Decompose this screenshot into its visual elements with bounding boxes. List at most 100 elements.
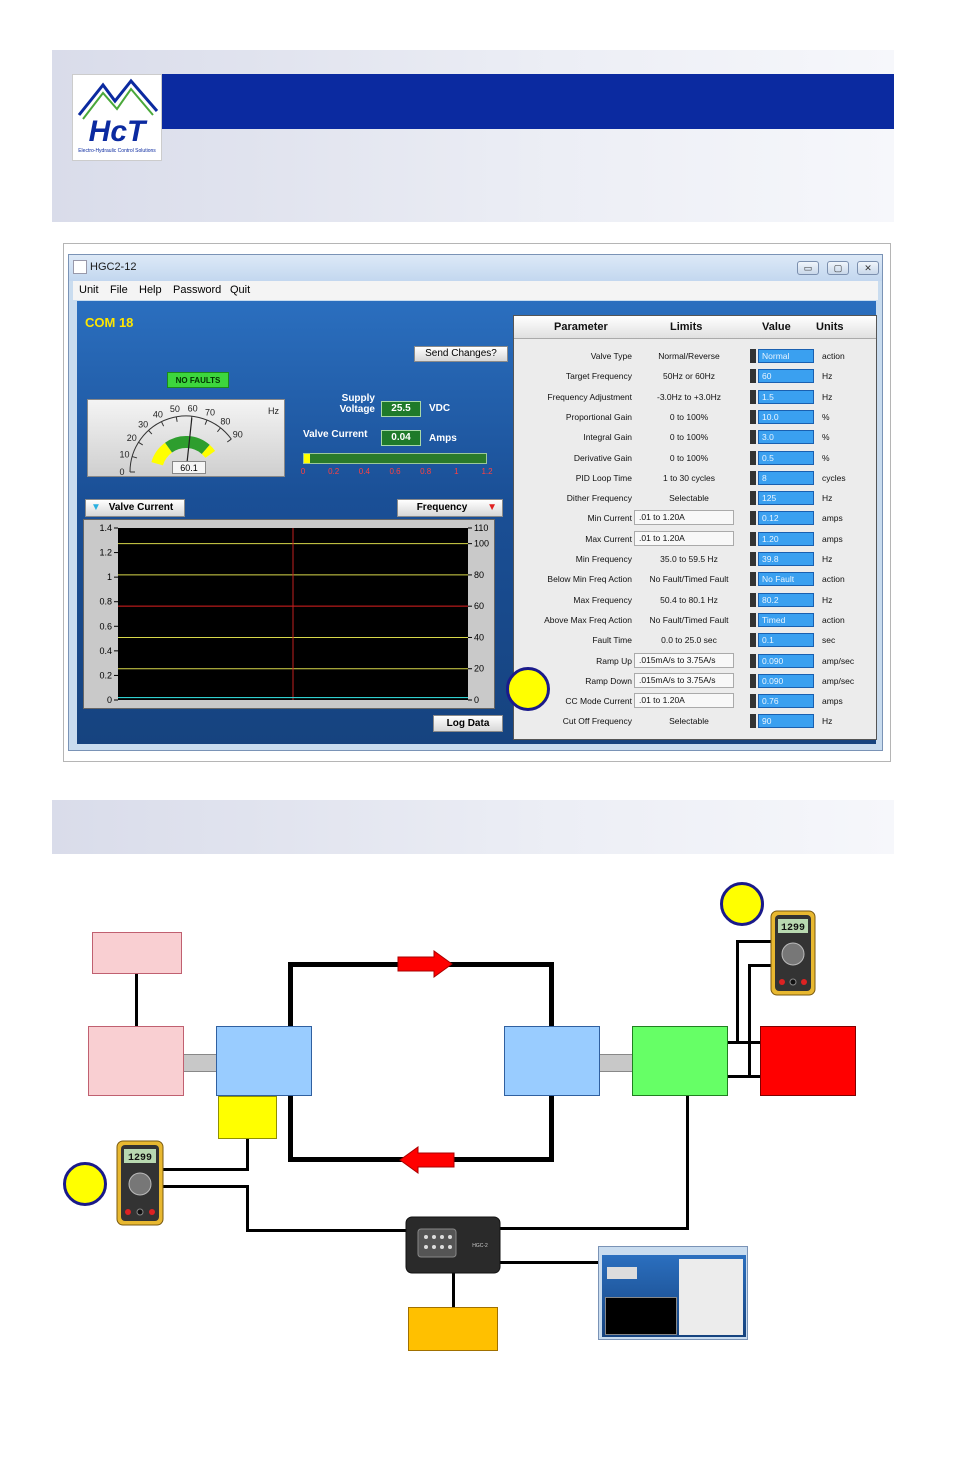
spinner-arrows-icon[interactable]: [750, 409, 756, 424]
spinner-arrows-icon[interactable]: [750, 369, 756, 384]
left-axis-selector[interactable]: ▼ Valve Current: [85, 499, 185, 517]
spinner-arrows-icon[interactable]: [750, 531, 756, 546]
supply-voltage-label: Supply Voltage: [339, 393, 375, 415]
row-value-input[interactable]: Timed: [758, 612, 814, 627]
supply-voltage-unit: VDC: [429, 403, 451, 414]
row-value-input[interactable]: 1.20: [758, 531, 814, 546]
row-value-input[interactable]: 0.1: [758, 633, 814, 648]
row-unit: action: [822, 574, 845, 585]
menu-quit[interactable]: Quit: [230, 284, 251, 296]
menu-file[interactable]: File: [110, 284, 128, 296]
gauge-tick-label: 40: [153, 409, 163, 419]
com-port-label: COM 18: [85, 315, 134, 330]
hgc2-controller-module: HGC-2: [404, 1215, 502, 1275]
maximize-button[interactable]: ▢: [827, 261, 849, 275]
row-value-input[interactable]: 8: [758, 470, 814, 485]
row-limits: .015mA/s to 3.75A/s: [634, 652, 734, 668]
close-button[interactable]: ✕: [857, 261, 879, 275]
coupling: [182, 1054, 218, 1072]
gauge-readout: 60.1: [172, 461, 206, 474]
row-value-input[interactable]: 90: [758, 714, 814, 729]
header-units: Units: [816, 321, 844, 333]
row-value-input[interactable]: 125: [758, 491, 814, 506]
row-parameter: Ramp Down: [585, 675, 632, 686]
spinner-arrows-icon[interactable]: [750, 673, 756, 688]
right-axis-tick-label: 80: [474, 570, 484, 580]
row-value-input[interactable]: 0.090: [758, 653, 814, 668]
row-value-input[interactable]: 1.5: [758, 389, 814, 404]
row-parameter: Max Frequency: [573, 594, 632, 605]
meter-right-reading: 1299: [781, 923, 805, 934]
bar-tick-label: 1: [454, 467, 459, 476]
spinner-arrows-icon[interactable]: [750, 450, 756, 465]
right-axis-selector[interactable]: Frequency ▼: [397, 499, 503, 517]
row-parameter: Below Min Freq Action: [547, 574, 632, 585]
row-parameter: Proportional Gain: [565, 411, 632, 422]
row-value-input[interactable]: 39.8: [758, 552, 814, 566]
title-bar: HGC2-12 ▭ ▢ ✕: [69, 255, 882, 281]
row-value-input[interactable]: 80.2: [758, 592, 814, 607]
spinner-arrows-icon[interactable]: [750, 633, 756, 648]
row-value-input[interactable]: 0.12: [758, 511, 814, 526]
left-axis-tick-label: 0.6: [99, 621, 112, 631]
minimize-button[interactable]: ▭: [797, 261, 819, 275]
gauge-tick: [217, 427, 221, 433]
wire: [246, 1229, 412, 1232]
spinner-arrows-icon[interactable]: [750, 653, 756, 668]
marker-circle: [720, 882, 764, 926]
hydraulic-line: [549, 962, 554, 1026]
valve-current-bar-fill: [304, 454, 310, 463]
gauge-tick-label: 30: [138, 419, 148, 429]
spinner-arrows-icon[interactable]: [750, 714, 756, 729]
spinner-arrows-icon[interactable]: [750, 694, 756, 709]
row-value-input[interactable]: No Fault: [758, 572, 814, 587]
row-value-input[interactable]: 10.0: [758, 409, 814, 424]
left-axis-tick-label: 1.4: [99, 523, 112, 533]
green-block: [632, 1026, 728, 1096]
menu-password[interactable]: Password: [173, 284, 222, 296]
row-limits: 35.0 to 59.5 Hz: [660, 554, 718, 564]
software-screenshot-thumbnail: [598, 1246, 748, 1340]
left-axis-tick-label: 1: [107, 572, 112, 582]
spinner-arrows-icon[interactable]: [750, 572, 756, 587]
bar-tick-label: 0.2: [328, 467, 340, 476]
spinner-arrows-icon[interactable]: [750, 349, 756, 363]
row-value-input[interactable]: 60: [758, 369, 814, 384]
row-value-input[interactable]: 3.0: [758, 430, 814, 445]
spinner-arrows-icon[interactable]: [750, 470, 756, 485]
spinner-arrows-icon[interactable]: [750, 491, 756, 506]
gauge-tick: [204, 419, 208, 425]
log-data-button[interactable]: Log Data: [433, 715, 503, 732]
spinner-arrows-icon[interactable]: [750, 430, 756, 445]
row-value-input[interactable]: 0.5: [758, 450, 814, 465]
menu-help[interactable]: Help: [139, 284, 162, 296]
row-value-input[interactable]: 0.76: [758, 694, 814, 709]
send-changes-button[interactable]: Send Changes?: [414, 346, 508, 362]
multimeter-left-icon: 1299: [116, 1140, 164, 1226]
spinner-arrows-icon[interactable]: [750, 511, 756, 526]
multimeter-right-icon: 1299: [770, 910, 816, 996]
header-parameter: Parameter: [554, 321, 608, 333]
right-axis-tick-label: 0: [474, 695, 479, 705]
menu-bar: Unit File Help Password Quit: [73, 281, 878, 300]
row-limits: .01 to 1.20A: [634, 530, 734, 546]
row-limits: No Fault/Timed Fault: [649, 574, 729, 585]
row-parameter: Frequency Adjustment: [547, 391, 632, 402]
row-value-input[interactable]: 0.090: [758, 673, 814, 688]
bar-tick-label: 0.4: [358, 467, 370, 476]
spinner-arrows-icon[interactable]: [750, 389, 756, 404]
blue-block-right: [504, 1026, 600, 1096]
spinner-arrows-icon[interactable]: [750, 552, 756, 566]
menu-unit[interactable]: Unit: [79, 284, 99, 296]
hydraulic-line: [288, 1096, 293, 1162]
section-band: [52, 800, 894, 854]
spinner-arrows-icon[interactable]: [750, 592, 756, 607]
spinner-arrows-icon[interactable]: [750, 612, 756, 627]
left-axis-tick-label: 0.4: [99, 646, 112, 656]
gauge-tick-label: 50: [170, 404, 180, 414]
gauge-tick: [226, 438, 232, 443]
row-unit: amps: [822, 513, 843, 524]
row-value-input[interactable]: Normal: [758, 349, 814, 363]
